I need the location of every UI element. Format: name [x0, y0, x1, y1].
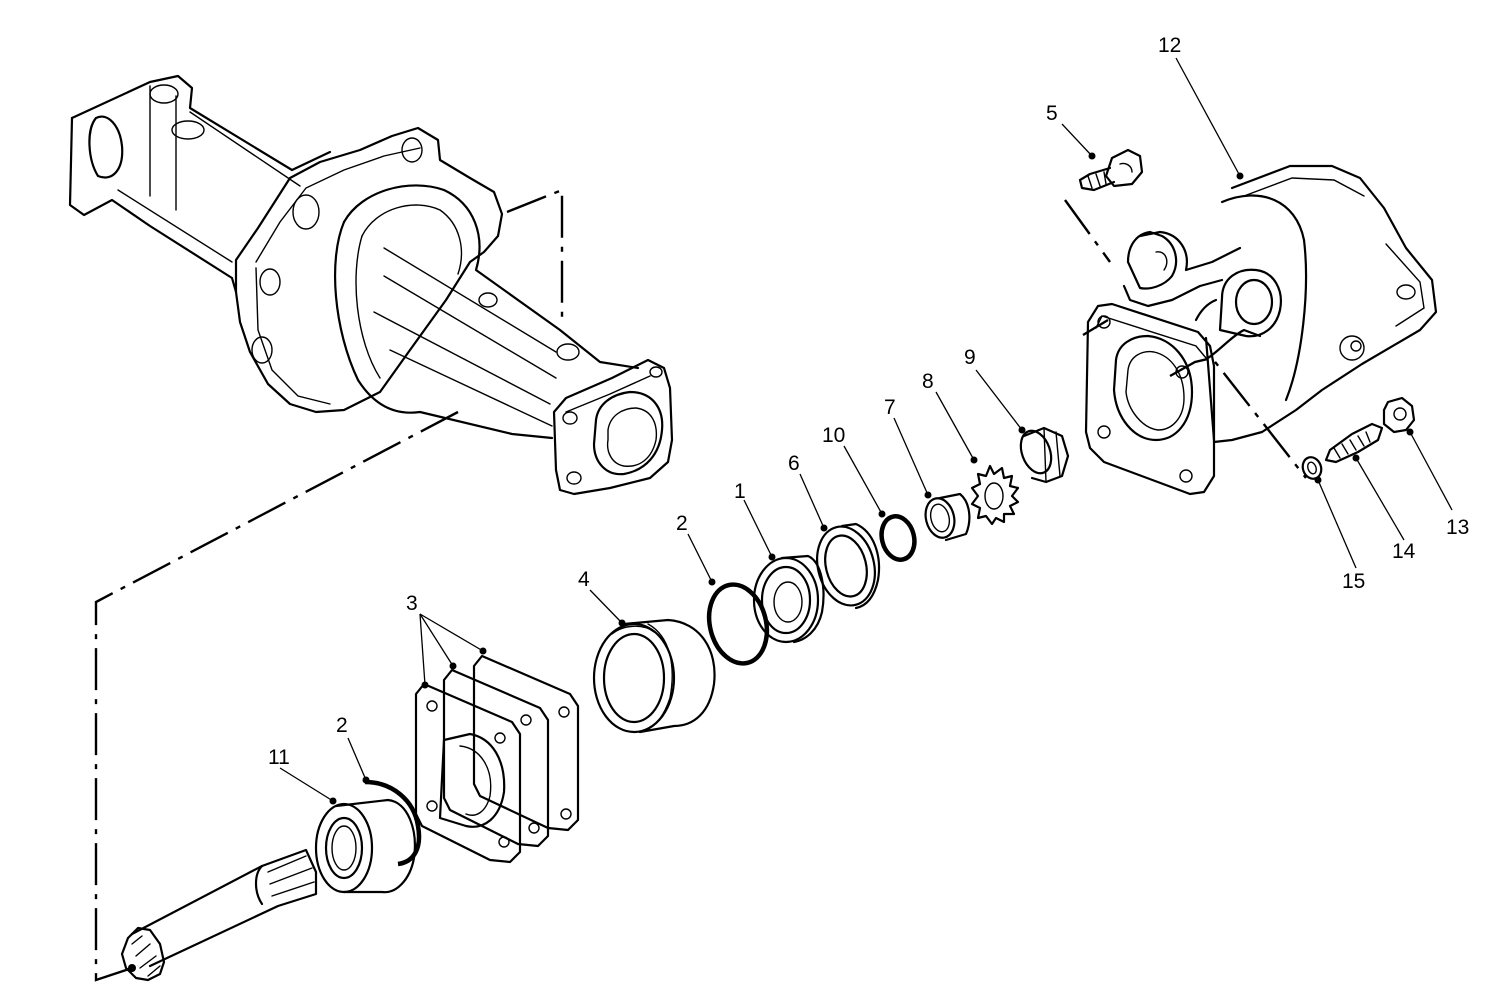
- part-13-nut: [1382, 396, 1416, 436]
- part-1-bearing: [752, 553, 825, 644]
- part-14-stud: [1324, 422, 1384, 464]
- part-12-output-housing: [1122, 164, 1438, 444]
- part-9-nut: [1018, 426, 1070, 484]
- callout-14: 14: [1392, 540, 1416, 563]
- part-12-flange: [1084, 302, 1216, 496]
- callout-labels: 1 2 2 3 4 5 6 7 8 9 10 11 12 13 14 15: [268, 34, 1469, 769]
- callout-4: 4: [578, 568, 590, 591]
- callout-2-upper: 2: [676, 512, 688, 535]
- callout-8: 8: [922, 370, 934, 393]
- part-15-washer: [1301, 456, 1323, 484]
- callout-5: 5: [1046, 102, 1058, 125]
- part-8-lock-washer: [970, 456, 1020, 526]
- part-10-snap-ring: [878, 510, 917, 562]
- callout-12: 12: [1158, 34, 1181, 57]
- callout-11: 11: [268, 746, 290, 769]
- callout-2-lower: 2: [336, 714, 348, 737]
- part-6-seal: [816, 522, 881, 610]
- callout-7: 7: [884, 396, 896, 419]
- callout-15: 15: [1342, 570, 1365, 593]
- part-5-bolt: [1078, 148, 1144, 192]
- callout-1: 1: [734, 480, 746, 503]
- part-4-retainer: [592, 618, 716, 734]
- callout-10: 10: [822, 424, 845, 447]
- part-3-shims: [414, 647, 580, 864]
- assembly-phantom-lines: [94, 188, 1307, 982]
- part-7-spacer: [924, 491, 971, 542]
- leader-lines: [279, 57, 1453, 802]
- transmission-housing: [68, 74, 674, 496]
- callout-13: 13: [1446, 516, 1469, 539]
- callout-9: 9: [964, 346, 976, 369]
- part-11-bearing: [314, 797, 416, 894]
- part-11-pinion-shaft: [120, 848, 318, 982]
- callout-6: 6: [788, 452, 800, 475]
- callout-3: 3: [406, 592, 418, 615]
